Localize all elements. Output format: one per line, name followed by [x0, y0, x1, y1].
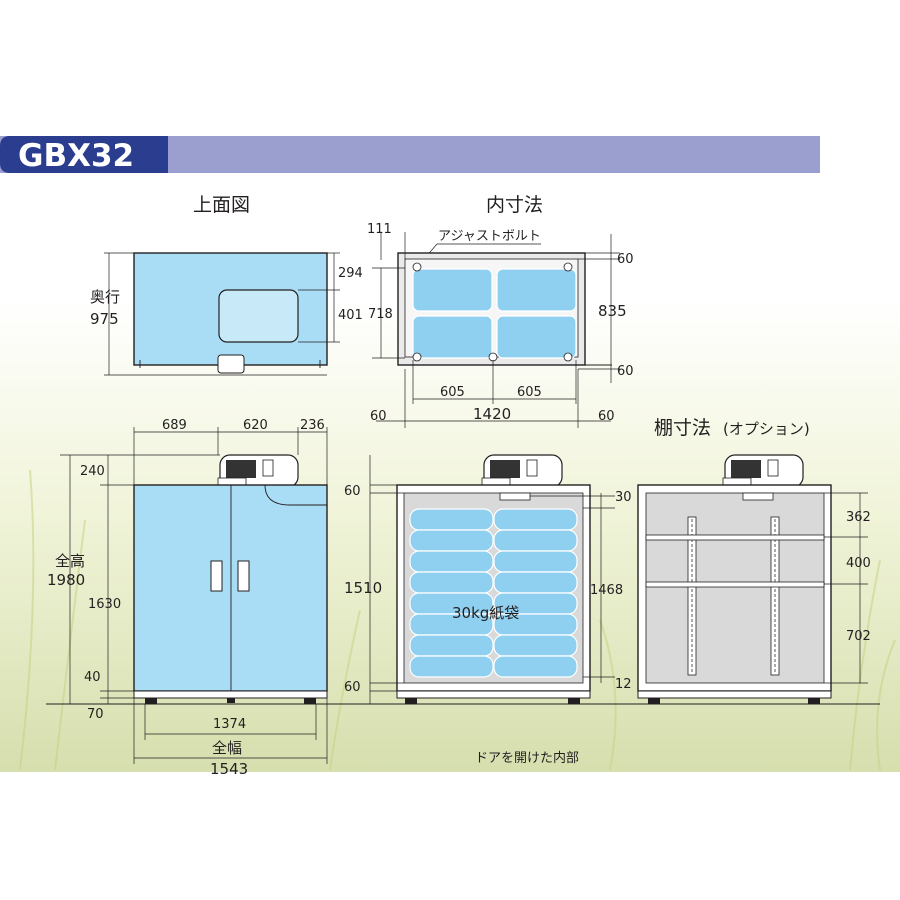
dim-30: 30	[615, 490, 632, 505]
header-tab	[0, 136, 168, 173]
dim-689: 689	[162, 418, 187, 433]
dim-1510: 1510	[344, 579, 382, 597]
dim-401: 401	[338, 308, 363, 323]
dim-12: 12	[615, 677, 632, 692]
front-dimension-lines	[60, 427, 328, 764]
dim-40: 40	[84, 670, 101, 685]
dim-1374: 1374	[213, 717, 246, 732]
shelf-view-cabinet	[637, 454, 832, 704]
shelf-rails	[687, 516, 780, 676]
top-view-dimensions	[104, 252, 340, 376]
dim-620: 620	[243, 418, 268, 433]
dim-835: 835	[598, 302, 627, 320]
interior-dimension-lines	[369, 455, 615, 704]
height-label: 全高	[55, 552, 85, 570]
shelf-dimension-lines	[824, 492, 868, 684]
shelf-title-sub: (オプション)	[723, 420, 810, 438]
dim-70: 70	[87, 707, 104, 722]
dim-60-bottom-inner: 60	[617, 364, 634, 379]
interior-bags	[409, 508, 578, 678]
inner-bags	[412, 262, 577, 362]
dim-60-top-inner: 60	[617, 252, 634, 267]
dim-60-left: 60	[370, 409, 387, 424]
interior-caption: ドアを開けた内部	[475, 750, 579, 766]
dim-362: 362	[846, 510, 871, 525]
dim-702: 702	[846, 629, 871, 644]
top-view-title: 上面図	[193, 194, 250, 216]
inner-dims-title: 内寸法	[486, 194, 543, 216]
shelf-boards	[645, 534, 825, 588]
dim-60-right: 60	[598, 409, 615, 424]
dim-400: 400	[846, 556, 871, 571]
dim-111: 111	[367, 222, 392, 237]
dim-1420: 1420	[473, 405, 511, 423]
dim-1630: 1630	[88, 597, 121, 612]
depth-value: 975	[90, 310, 119, 328]
height-value: 1980	[47, 571, 85, 589]
top-view-cabinet	[133, 252, 328, 374]
dim-718: 718	[368, 307, 393, 322]
dim-605-left: 605	[440, 385, 465, 400]
dim-236: 236	[300, 418, 325, 433]
shelf-title: 棚寸法	[654, 417, 711, 439]
width-label: 全幅	[212, 739, 242, 757]
dim-60-bottom-interior: 60	[344, 680, 361, 695]
dim-294: 294	[338, 266, 363, 281]
width-value: 1543	[210, 760, 248, 778]
dim-1468: 1468	[590, 583, 623, 598]
depth-label: 奥行	[90, 288, 120, 306]
dim-60-top-interior: 60	[344, 484, 361, 499]
bag-label: 30kg紙袋	[452, 604, 519, 622]
model-title: GBX32	[18, 138, 134, 174]
front-view-cabinet	[133, 454, 328, 704]
inner-dimension-lines	[372, 232, 620, 428]
adjust-bolt-label: アジャストボルト	[438, 229, 541, 244]
dim-605-right: 605	[517, 385, 542, 400]
dim-240: 240	[80, 464, 105, 479]
